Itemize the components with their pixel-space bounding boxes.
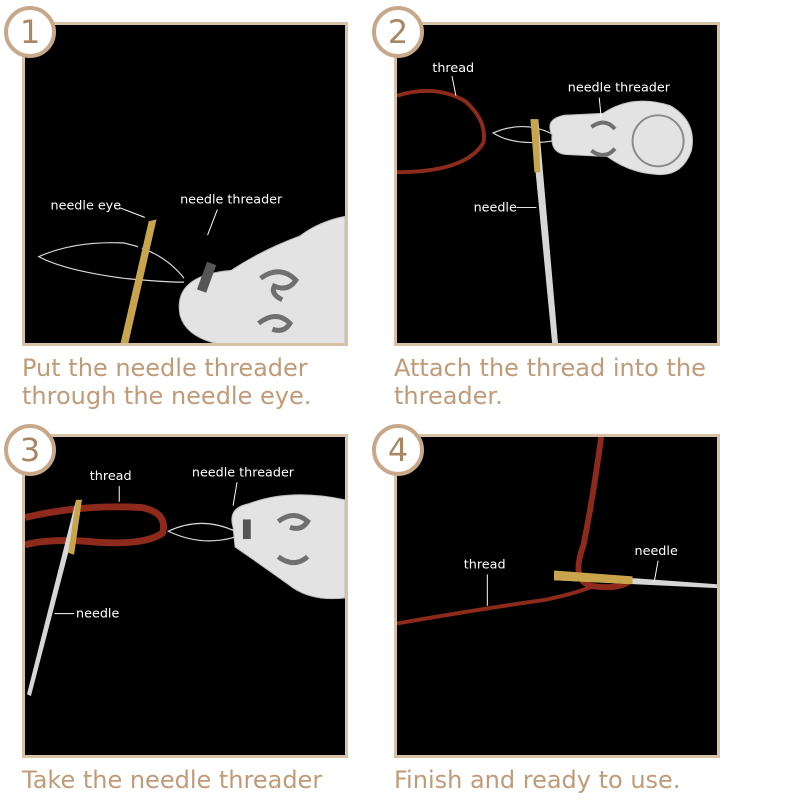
step-3-caption-line-1: Take the needle threader bbox=[22, 766, 323, 794]
threader-cutout bbox=[276, 554, 310, 566]
step-1-photo: needle eye needle threader bbox=[22, 22, 348, 346]
step-3-photo: thread needle threader needle bbox=[22, 434, 348, 758]
step-1-caption-line-2: through the needle eye. bbox=[22, 382, 312, 410]
thread bbox=[575, 437, 635, 591]
step-3-illustration: thread needle threader needle bbox=[25, 465, 345, 697]
needle-eye-gold bbox=[530, 119, 541, 173]
threader-cutout bbox=[276, 513, 311, 531]
needle-threader bbox=[549, 100, 693, 176]
needle bbox=[26, 499, 82, 697]
threader-wire bbox=[166, 522, 236, 542]
label-thread: thread bbox=[90, 469, 132, 484]
step-2-photo: thread needle threader needle bbox=[394, 22, 720, 346]
label-pointer bbox=[119, 207, 145, 218]
step-1-number-badge: 1 bbox=[4, 6, 56, 58]
step-4-illustration: thread needle bbox=[397, 437, 717, 626]
label-needle: needle bbox=[635, 544, 678, 559]
threader-wire bbox=[37, 242, 185, 283]
label-needle: needle bbox=[76, 607, 119, 622]
step-2-caption-line-2: threader. bbox=[394, 382, 503, 410]
thread bbox=[25, 503, 167, 549]
label-needle-threader: needle threader bbox=[180, 193, 283, 208]
step-2-number-badge: 2 bbox=[372, 6, 424, 58]
label-needle-threader: needle threader bbox=[568, 81, 671, 96]
needle bbox=[120, 219, 157, 343]
threader-slot bbox=[196, 261, 217, 293]
label-pointer bbox=[232, 482, 238, 506]
label-thread: thread bbox=[464, 558, 506, 573]
needle-eye-gold bbox=[68, 499, 82, 555]
label-pointer bbox=[451, 75, 457, 96]
label-needle: needle bbox=[474, 200, 517, 215]
label-pointer bbox=[207, 209, 218, 236]
step-4-photo: thread needle bbox=[394, 434, 720, 758]
step-3-number-badge: 3 bbox=[4, 424, 56, 476]
step-1-caption-line-1: Put the needle threader bbox=[22, 354, 308, 382]
needle bbox=[530, 119, 558, 343]
thread bbox=[397, 584, 595, 626]
thread bbox=[397, 89, 486, 175]
threader-cutout bbox=[590, 120, 617, 158]
step-4-number-badge: 4 bbox=[372, 424, 424, 476]
step-1-illustration: needle eye needle threader bbox=[37, 193, 345, 343]
label-thread: thread bbox=[432, 61, 474, 76]
threader-slot bbox=[242, 519, 251, 540]
step-2-illustration: thread needle threader needle bbox=[397, 61, 693, 343]
label-pointer bbox=[653, 560, 659, 583]
label-needle-threader: needle threader bbox=[192, 465, 295, 480]
needle-eye bbox=[131, 242, 143, 279]
threader-cutout bbox=[259, 269, 300, 303]
threader-medallion bbox=[631, 114, 685, 168]
needle-eye-gold bbox=[554, 570, 633, 585]
step-2-caption-line-1: Attach the thread into the bbox=[394, 354, 706, 382]
threader-wire bbox=[491, 125, 555, 144]
threader-cutout bbox=[257, 314, 294, 333]
label-needle-eye: needle eye bbox=[51, 199, 122, 214]
step-4-caption-line-1: Finish and ready to use. bbox=[394, 766, 681, 794]
label-pointer bbox=[598, 97, 602, 118]
needle-threader bbox=[231, 494, 345, 600]
